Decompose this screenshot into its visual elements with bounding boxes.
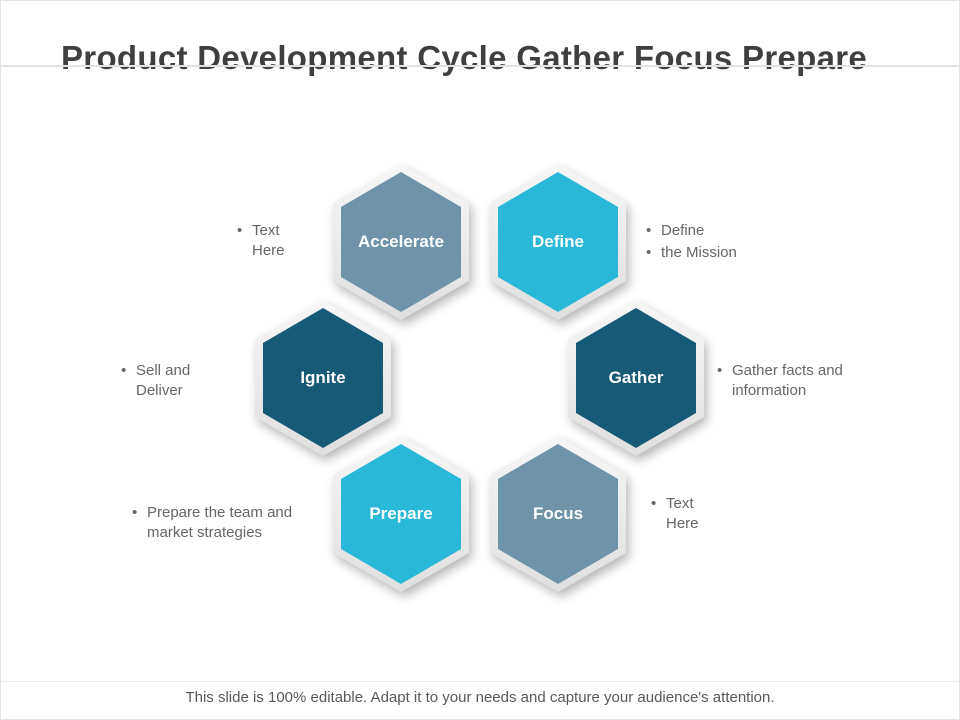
- note-focus: Text Here: [651, 494, 713, 536]
- footer-note: This slide is 100% editable. Adapt it to…: [185, 689, 775, 706]
- hexagon-label-accelerate: Accelerate: [357, 232, 444, 251]
- bullet-item: Sell and Deliver: [121, 361, 203, 401]
- hexagon-gather: Gather: [568, 300, 704, 456]
- hexagon-rim: Accelerate: [333, 164, 469, 320]
- hexagon-rim: Focus: [490, 436, 626, 592]
- hexagon-focus: Focus: [490, 436, 626, 592]
- hexagon-define: Define: [490, 164, 626, 320]
- footer-divider: [1, 681, 959, 682]
- hexagon-label-define: Define: [532, 232, 584, 251]
- note-ignite: Sell and Deliver: [121, 361, 203, 403]
- hexagon-shape: Ignite: [263, 308, 383, 448]
- hexagon-shape: Gather: [576, 308, 696, 448]
- bullet-item: Gather facts and information: [717, 361, 862, 401]
- hexagon-rim: Gather: [568, 300, 704, 456]
- hexagon-label-focus: Focus: [532, 504, 584, 523]
- bullet-item: Prepare the team and market strategies: [132, 503, 312, 543]
- note-accelerate: Text Here: [237, 221, 299, 263]
- bullet-item: the Mission: [646, 243, 766, 263]
- note-gather: Gather facts and information: [717, 361, 862, 403]
- title-divider: [1, 65, 959, 67]
- hexagon-prepare: Prepare: [333, 436, 469, 592]
- hexagon-rim: Prepare: [333, 436, 469, 592]
- bullet-item: Text Here: [237, 221, 299, 261]
- hexagon-shape: Focus: [498, 444, 618, 584]
- hexagon-accelerate: Accelerate: [333, 164, 469, 320]
- hexagon-shape: Accelerate: [341, 172, 461, 312]
- hexagon-label-gather: Gather: [608, 368, 664, 387]
- hexagon-label-prepare: Prepare: [369, 504, 433, 523]
- page-title: Product Development Cycle Gather Focus P…: [61, 39, 868, 77]
- note-define: Define the Mission: [646, 221, 766, 265]
- hexagon-rim: Ignite: [255, 300, 391, 456]
- hexagon-label-ignite: Ignite: [300, 368, 346, 387]
- bullet-item: Define: [646, 221, 766, 241]
- hexagon-shape: Define: [498, 172, 618, 312]
- bullet-item: Text Here: [651, 494, 713, 534]
- note-prepare: Prepare the team and market strategies: [132, 503, 312, 545]
- hexagon-ignite: Ignite: [255, 300, 391, 456]
- hexagon-rim: Define: [490, 164, 626, 320]
- hexagon-cycle-diagram: Accelerate Define Gather F: [1, 67, 959, 679]
- hexagon-shape: Prepare: [341, 444, 461, 584]
